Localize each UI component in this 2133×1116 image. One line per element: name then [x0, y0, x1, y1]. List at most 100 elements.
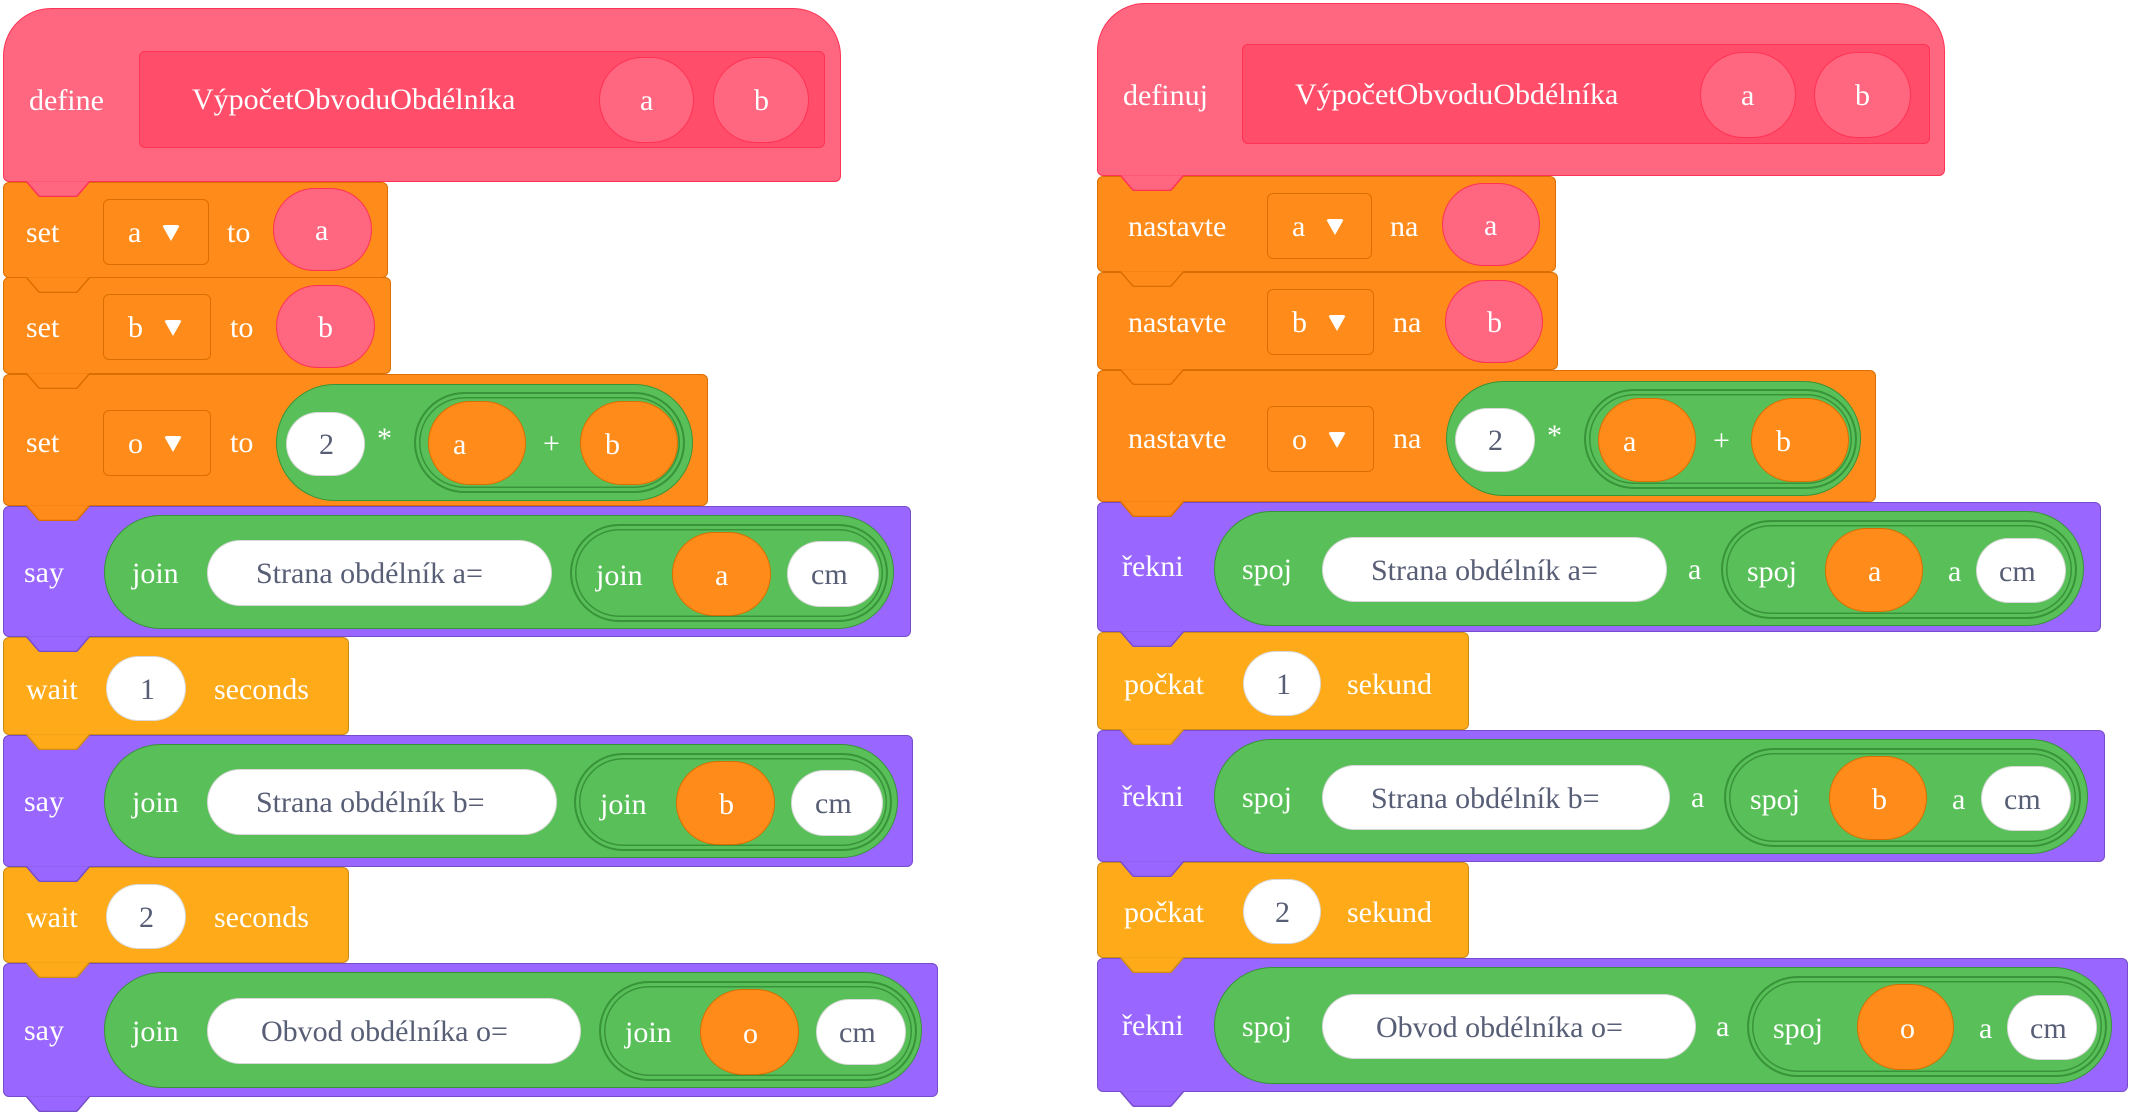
wait-label: wait — [26, 673, 78, 706]
unit-input[interactable]: cm — [816, 999, 906, 1065]
add-operator[interactable]: a + b — [1584, 389, 1857, 489]
text-value: Obvod obdélníka o= — [261, 1015, 508, 1048]
variable-reporter[interactable]: o — [700, 989, 799, 1075]
say-block[interactable]: say join Obvod obdélníka o= join o cm — [3, 963, 938, 1112]
inner-join-operator[interactable]: join o cm — [599, 981, 917, 1081]
add-operator[interactable]: a + b — [414, 392, 685, 493]
join-operator[interactable]: join Strana obdélník b= join b cm — [104, 744, 898, 858]
seconds-input[interactable]: 1 — [1243, 651, 1321, 716]
param-reporter[interactable]: a — [273, 188, 372, 271]
dropdown-arrow-icon — [164, 320, 182, 336]
join-operator[interactable]: spoj Obvod obdélníka o= a spoj o a cm — [1214, 967, 2112, 1084]
block-connector-tab — [1120, 369, 1184, 385]
reporter-label: b — [1776, 425, 1791, 458]
variable-reporter[interactable]: b — [1829, 756, 1927, 840]
unit-input[interactable]: cm — [791, 770, 883, 836]
multiply-operator[interactable]: 2 * a + b — [1446, 381, 1861, 496]
text-input[interactable]: Strana obdélník b= — [207, 769, 557, 835]
unit-input[interactable]: cm — [1976, 538, 2066, 603]
variable-reporter[interactable]: o — [1857, 984, 1954, 1070]
join-operator[interactable]: spoj Strana obdélník b= a spoj b a cm — [1214, 739, 2088, 854]
variable-dropdown[interactable]: a — [103, 199, 209, 265]
variable-reporter-b[interactable]: b — [1751, 398, 1849, 482]
inner-join-operator[interactable]: spoj o a cm — [1747, 976, 2107, 1077]
wait-block[interactable]: počkat 1 sekund — [1097, 632, 1469, 745]
variable-dropdown[interactable]: a — [1267, 193, 1372, 259]
number-value: 2 — [1488, 424, 1503, 457]
define-block[interactable]: VýpočetObvoduObdélníka a b define — [3, 8, 841, 197]
unit-input[interactable]: cm — [1981, 766, 2071, 831]
custom-block-prototype[interactable]: VýpočetObvoduObdélníka a b — [139, 51, 825, 148]
define-block[interactable]: VýpočetObvoduObdélníka a b definuj — [1097, 3, 1945, 191]
set-variable-block[interactable]: set a to a — [3, 182, 388, 293]
text-value: Strana obdélník a= — [1371, 554, 1598, 587]
dropdown-arrow-icon — [164, 436, 182, 452]
wait-block[interactable]: počkat 2 sekund — [1097, 862, 1469, 973]
set-variable-block[interactable]: nastavte o na 2 * a + b — [1097, 370, 1876, 517]
number-input[interactable]: 2 — [286, 412, 365, 476]
reporter-label: a — [1484, 209, 1498, 242]
param-reporter[interactable]: b — [276, 285, 375, 368]
seconds-input[interactable]: 2 — [1243, 879, 1321, 944]
variable-dropdown[interactable]: o — [1267, 406, 1374, 472]
variable-dropdown[interactable]: b — [103, 294, 211, 360]
param-label: a — [640, 84, 654, 117]
variable-dropdown[interactable]: b — [1267, 289, 1374, 355]
join-operator[interactable]: spoj Strana obdélník a= a spoj a a cm — [1214, 511, 2084, 626]
reporter-label: o — [743, 1017, 758, 1050]
reporter-label: a — [1623, 425, 1637, 458]
say-block[interactable]: řekni spoj Strana obdélník b= a spoj b a… — [1097, 730, 2105, 877]
set-variable-block[interactable]: set b to b — [3, 277, 391, 389]
say-block[interactable]: řekni spoj Obvod obdélníka o= a spoj o a… — [1097, 958, 2128, 1107]
join-separator: a — [1688, 553, 1702, 586]
variable-reporter-a[interactable]: a — [1598, 398, 1696, 482]
seconds-label: sekund — [1347, 668, 1432, 701]
set-variable-block[interactable]: nastavte a na a — [1097, 176, 1556, 287]
to-label: na — [1390, 210, 1419, 243]
text-input[interactable]: Strana obdélník a= — [207, 540, 552, 606]
variable-reporter-a[interactable]: a — [428, 401, 526, 485]
variable-reporter[interactable]: a — [672, 532, 771, 616]
say-block[interactable]: say join Strana obdélník b= join b cm — [3, 735, 913, 882]
seconds-input[interactable]: 1 — [106, 656, 186, 721]
param-b[interactable]: b — [1814, 52, 1911, 138]
say-block[interactable]: say join Strana obdélník a= join a cm — [3, 506, 911, 652]
text-input[interactable]: Strana obdélník a= — [1322, 537, 1667, 602]
inner-join-operator[interactable]: join b cm — [574, 753, 892, 851]
param-reporter[interactable]: b — [1445, 280, 1543, 363]
variable-reporter-b[interactable]: b — [580, 401, 678, 485]
join-operator[interactable]: join Obvod obdélníka o= join o cm — [104, 972, 922, 1088]
seconds-input[interactable]: 2 — [106, 884, 186, 949]
seconds-label: sekund — [1347, 896, 1432, 929]
dropdown-value: b — [1292, 306, 1307, 339]
set-variable-block[interactable]: set o to 2 * a + b — [3, 374, 708, 521]
reporter-label: b — [1487, 306, 1502, 339]
wait-block[interactable]: wait 2 seconds — [3, 867, 349, 978]
inner-join-operator[interactable]: spoj b a cm — [1724, 748, 2081, 847]
param-a[interactable]: a — [599, 57, 694, 143]
set-variable-block[interactable]: nastavte b na b — [1097, 272, 1558, 385]
text-input[interactable]: Obvod obdélníka o= — [207, 998, 581, 1064]
unit-input[interactable]: cm — [787, 541, 879, 607]
param-reporter[interactable]: a — [1442, 183, 1540, 266]
join-operator[interactable]: join Strana obdélník a= join a cm — [104, 515, 894, 629]
variable-reporter[interactable]: a — [1825, 528, 1923, 612]
text-input[interactable]: Obvod obdélníka o= — [1322, 994, 1696, 1059]
custom-block-prototype[interactable]: VýpočetObvoduObdélníka a b — [1242, 44, 1930, 144]
inner-join-operator[interactable]: spoj a a cm — [1721, 520, 2077, 619]
param-b[interactable]: b — [713, 57, 809, 143]
set-label: set — [26, 426, 60, 459]
number-input[interactable]: 2 — [1455, 408, 1535, 472]
text-input[interactable]: Strana obdélník b= — [1322, 765, 1670, 830]
join-label: join — [132, 557, 179, 590]
dropdown-value: o — [128, 427, 143, 460]
param-a[interactable]: a — [1700, 52, 1796, 138]
inner-join-operator[interactable]: join a cm — [570, 524, 888, 622]
wait-block[interactable]: wait 1 seconds — [3, 637, 349, 750]
say-block[interactable]: řekni spoj Strana obdélník a= a spoj a a… — [1097, 502, 2101, 647]
procedure-name: VýpočetObvoduObdélníka — [1295, 78, 1619, 111]
multiply-operator[interactable]: 2 * a + b — [276, 384, 693, 501]
unit-input[interactable]: cm — [2007, 995, 2097, 1060]
variable-reporter[interactable]: b — [676, 761, 775, 845]
variable-dropdown[interactable]: o — [103, 410, 211, 476]
